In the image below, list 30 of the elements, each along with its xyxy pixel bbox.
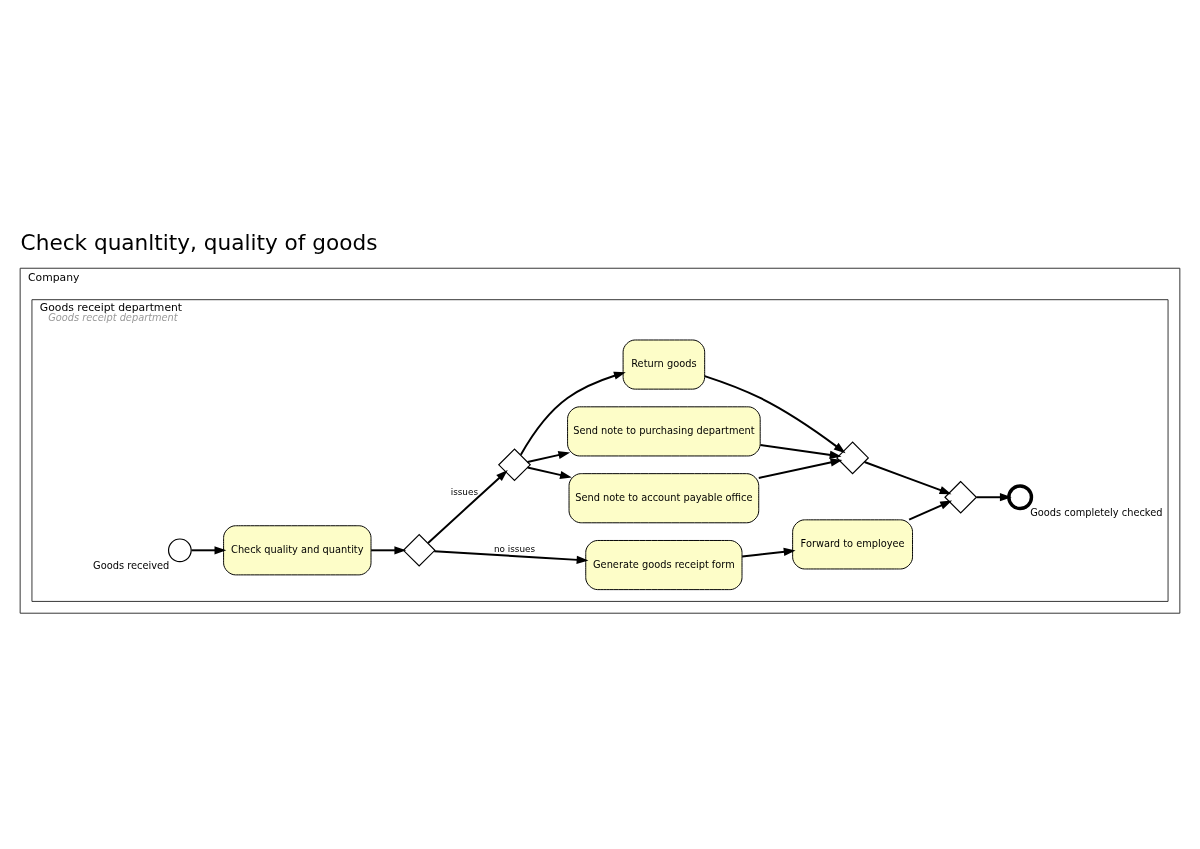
node-box: Return goods [622, 339, 706, 390]
arrow [526, 466, 572, 479]
node-box: Check quality and quantity [223, 524, 372, 575]
node-box: Send note to purchasing department [567, 405, 761, 456]
node-diamond [944, 480, 978, 514]
arrow [427, 469, 508, 544]
arrow [519, 371, 626, 456]
node-circle [167, 537, 192, 562]
arrow [759, 443, 842, 459]
node-box: Generate goods receipt form [585, 539, 743, 590]
arrow [908, 500, 953, 521]
edge-label: no issues [493, 543, 536, 554]
arrow [526, 450, 571, 463]
node-box: Forward to employee [792, 518, 913, 569]
arrow [757, 457, 843, 479]
diagram-title: Check quanltity, quality of goods [20, 229, 378, 255]
arrow [370, 545, 407, 554]
arrow [975, 492, 1012, 501]
node-label: Goods completely checked [1030, 506, 1163, 518]
arrow [703, 374, 846, 453]
node-diamond [836, 440, 870, 474]
node-circle [1007, 483, 1034, 510]
arrow [741, 547, 796, 557]
edge-label: issues [450, 486, 479, 497]
arrow [863, 460, 952, 494]
node-box: Send note to account payable office [568, 472, 760, 523]
arrow [190, 545, 227, 554]
arrow [433, 549, 589, 564]
node-label: Goods received [93, 559, 170, 571]
node-diamond [402, 533, 436, 567]
